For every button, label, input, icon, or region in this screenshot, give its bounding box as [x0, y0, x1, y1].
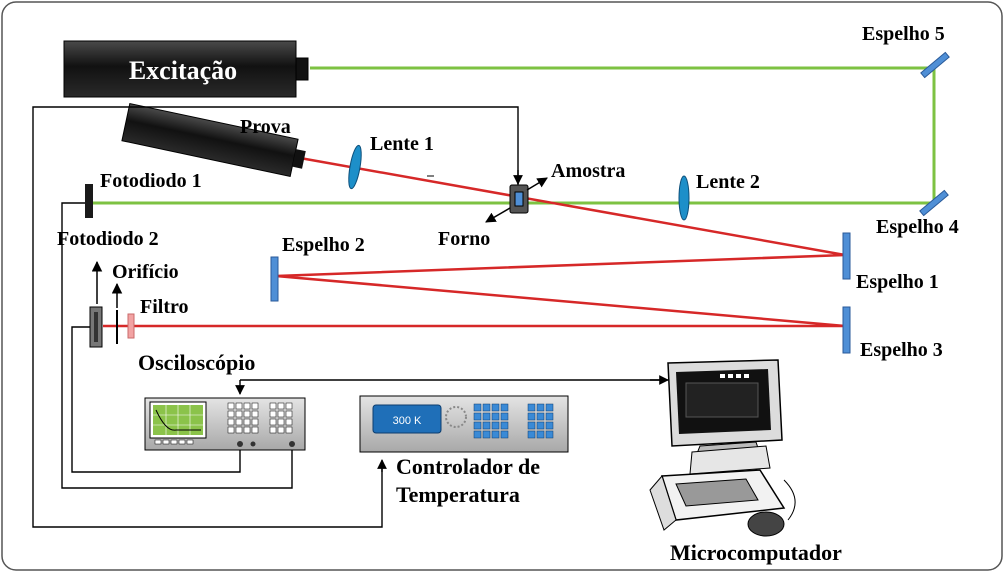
arrow-amostra: [526, 177, 548, 191]
device-key: [491, 403, 500, 412]
device-key: [500, 412, 509, 421]
mirror-1: [842, 232, 851, 280]
device-key: [473, 430, 482, 439]
microcomputer: [649, 359, 796, 537]
label-fotodiodo1: Fotodiodo 1: [100, 170, 202, 192]
device-key: [482, 412, 491, 421]
probe-laser: [121, 102, 306, 178]
device-key: [500, 430, 509, 439]
device-key: [500, 403, 509, 412]
device-key: [527, 430, 536, 439]
mirror-4: [919, 189, 949, 217]
device-key: [285, 402, 293, 410]
label-excitacao: Excitação: [129, 56, 237, 85]
device-key: [536, 412, 545, 421]
device-key: [536, 421, 545, 430]
device-key: [269, 410, 277, 418]
device-key: [277, 410, 285, 418]
device-key: [227, 418, 235, 426]
device-key: [491, 421, 500, 430]
mirror-2: [270, 256, 279, 302]
device-key: [527, 403, 536, 412]
device-key: [285, 426, 293, 434]
device-key: [285, 410, 293, 418]
device-key: [251, 426, 259, 434]
device-key: [251, 410, 259, 418]
device-key: [269, 426, 277, 434]
sample-oven: [509, 184, 529, 214]
device-key: [277, 402, 285, 410]
label-espelho2: Espelho 2: [282, 234, 365, 256]
device-key: [235, 418, 243, 426]
lens-1: [348, 144, 362, 190]
device-key: [545, 403, 554, 412]
device-key: [536, 403, 545, 412]
lens-2: [678, 175, 690, 221]
device-key: [491, 430, 500, 439]
device-key: [473, 403, 482, 412]
device-key: [482, 421, 491, 430]
label-fotodiodo2: Fotodiodo 2: [57, 228, 159, 250]
device-key: [491, 412, 500, 421]
device-key: [527, 412, 536, 421]
device-key: [473, 421, 482, 430]
device-key: [251, 402, 259, 410]
display-temperature: 300 K: [393, 415, 422, 427]
label-espelho5: Espelho 5: [862, 23, 945, 45]
device-key: [235, 426, 243, 434]
device-key: [545, 430, 554, 439]
device-key: [277, 418, 285, 426]
device-key: [482, 430, 491, 439]
cables: [32, 106, 665, 528]
device-key: [527, 421, 536, 430]
label-controlador-2: Temperatura: [396, 482, 520, 507]
device-key: [536, 430, 545, 439]
device-key: [482, 403, 491, 412]
device-key: [500, 421, 509, 430]
label-microcomputador: Microcomputador: [670, 540, 842, 565]
device-key: [269, 402, 277, 410]
device-key: [227, 410, 235, 418]
device-key: [243, 426, 251, 434]
device-key: [243, 402, 251, 410]
device-key: [251, 418, 259, 426]
filter: [127, 313, 135, 339]
label-prova: Prova: [240, 116, 291, 138]
label-controlador-1: Controlador de: [396, 454, 540, 479]
label-espelho1: Espelho 1: [856, 271, 939, 293]
temperature-controller: 300 K: [359, 395, 569, 453]
label-orificio: Orifício: [112, 261, 179, 283]
photodiode-1: [85, 184, 93, 218]
device-key: [227, 402, 235, 410]
device-key: [277, 426, 285, 434]
device-key: [243, 418, 251, 426]
mirror-3: [842, 306, 851, 354]
device-key: [285, 418, 293, 426]
device-key: [269, 418, 277, 426]
device-key: [545, 412, 554, 421]
arrow-forno: [485, 207, 511, 223]
label-osciloscopio: Osciloscópio: [138, 350, 255, 375]
photodiode-2: [89, 306, 103, 348]
label-espelho4: Espelho 4: [876, 216, 959, 238]
label-lente1: Lente 1: [370, 133, 434, 155]
oscilloscope: [144, 397, 306, 451]
device-key: [235, 402, 243, 410]
device-key: [243, 410, 251, 418]
label-espelho3: Espelho 3: [860, 339, 943, 361]
mirror-5: [920, 51, 950, 79]
label-forno: Forno: [438, 228, 490, 250]
excitation-laser: Excitação: [63, 40, 309, 98]
device-key: [545, 421, 554, 430]
label-filtro: Filtro: [140, 296, 189, 318]
label-amostra: Amostra: [551, 160, 625, 182]
device-key: [235, 410, 243, 418]
device-key: [227, 426, 235, 434]
device-key: [473, 412, 482, 421]
label-lente2: Lente 2: [696, 171, 760, 193]
